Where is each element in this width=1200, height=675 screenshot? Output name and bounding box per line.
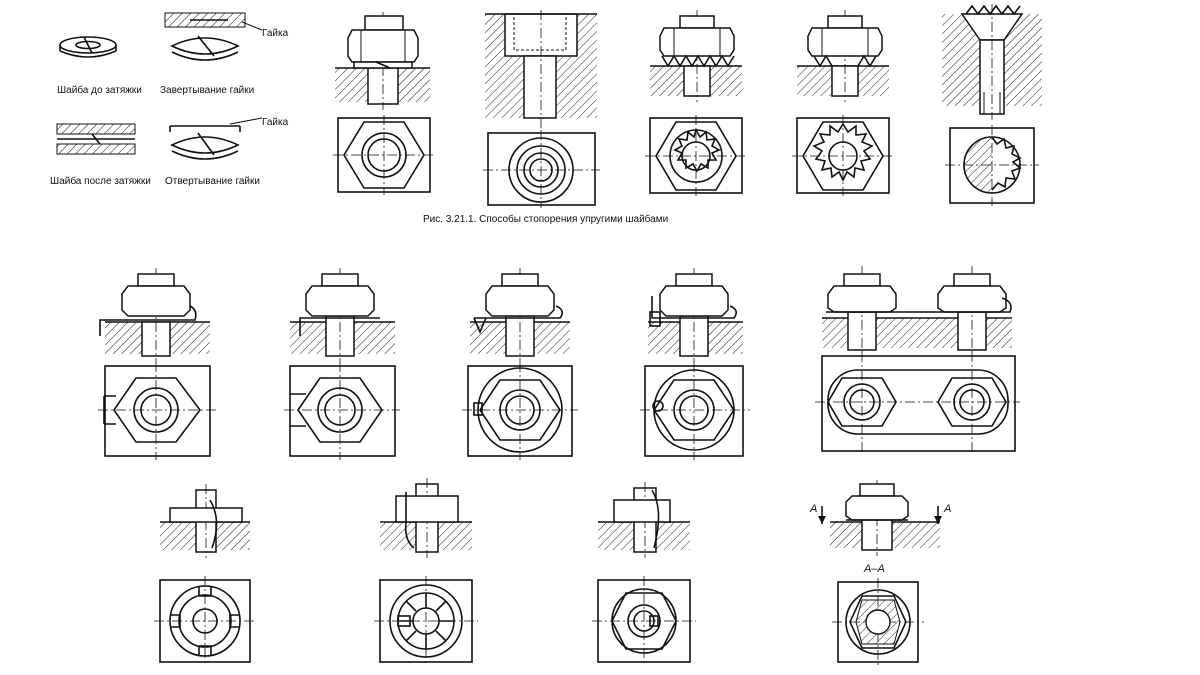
legend-washer-before-label: Шайба до затяжки — [57, 84, 142, 96]
fig-tab-washer-pin — [462, 268, 578, 460]
section-arrow-right: А — [934, 503, 951, 524]
section-mark-left: А — [809, 503, 817, 515]
fig-toothed-washer-external — [792, 10, 894, 196]
fig-tab-washer-hole — [284, 268, 400, 460]
fig-spring-washer — [333, 12, 435, 195]
fig-double-tab-washer — [815, 266, 1020, 455]
spring-washer-icon — [170, 132, 240, 160]
legend-washer-after-label: Шайба после затяжки — [50, 175, 151, 187]
figure-caption: Рис. 3.21.1. Способы стопорения упругими… — [423, 213, 668, 225]
nut-label: Гайка — [262, 28, 289, 39]
section-title: А–А — [863, 563, 885, 575]
legend-screwing-nut: Гайка Завертывание гайки — [160, 12, 289, 96]
legend-screwing-nut-label: Завертывание гайки — [160, 85, 254, 96]
fig-countersunk-toothed — [942, 4, 1042, 206]
fig-crimped-lock-nut — [592, 482, 696, 666]
fig-section-lock: А А А–А — [809, 480, 951, 666]
fig-tab-washer-lug — [640, 268, 750, 460]
fig-multi-tab-washer — [374, 478, 478, 666]
fig-socket-screw — [483, 10, 600, 208]
legend-washer-after: Шайба после затяжки — [50, 123, 151, 187]
legend-unscrewing-nut: Гайка Отвертывание гайки — [165, 117, 289, 187]
section-arrow-left: А — [809, 503, 826, 524]
spring-washer-icon — [59, 36, 117, 58]
legend-unscrewing-nut-label: Отвертывание гайки — [165, 176, 260, 187]
fig-slotted-round-nut — [154, 484, 256, 666]
fig-tab-washer-bent-edge — [98, 268, 216, 460]
spring-washer-icon — [170, 35, 240, 61]
legend-washer-before: Шайба до затяжки — [57, 36, 142, 96]
section-mark-right: А — [943, 503, 951, 515]
fig-toothed-washer-outer — [645, 10, 747, 196]
nut-label: Гайка — [262, 117, 289, 128]
